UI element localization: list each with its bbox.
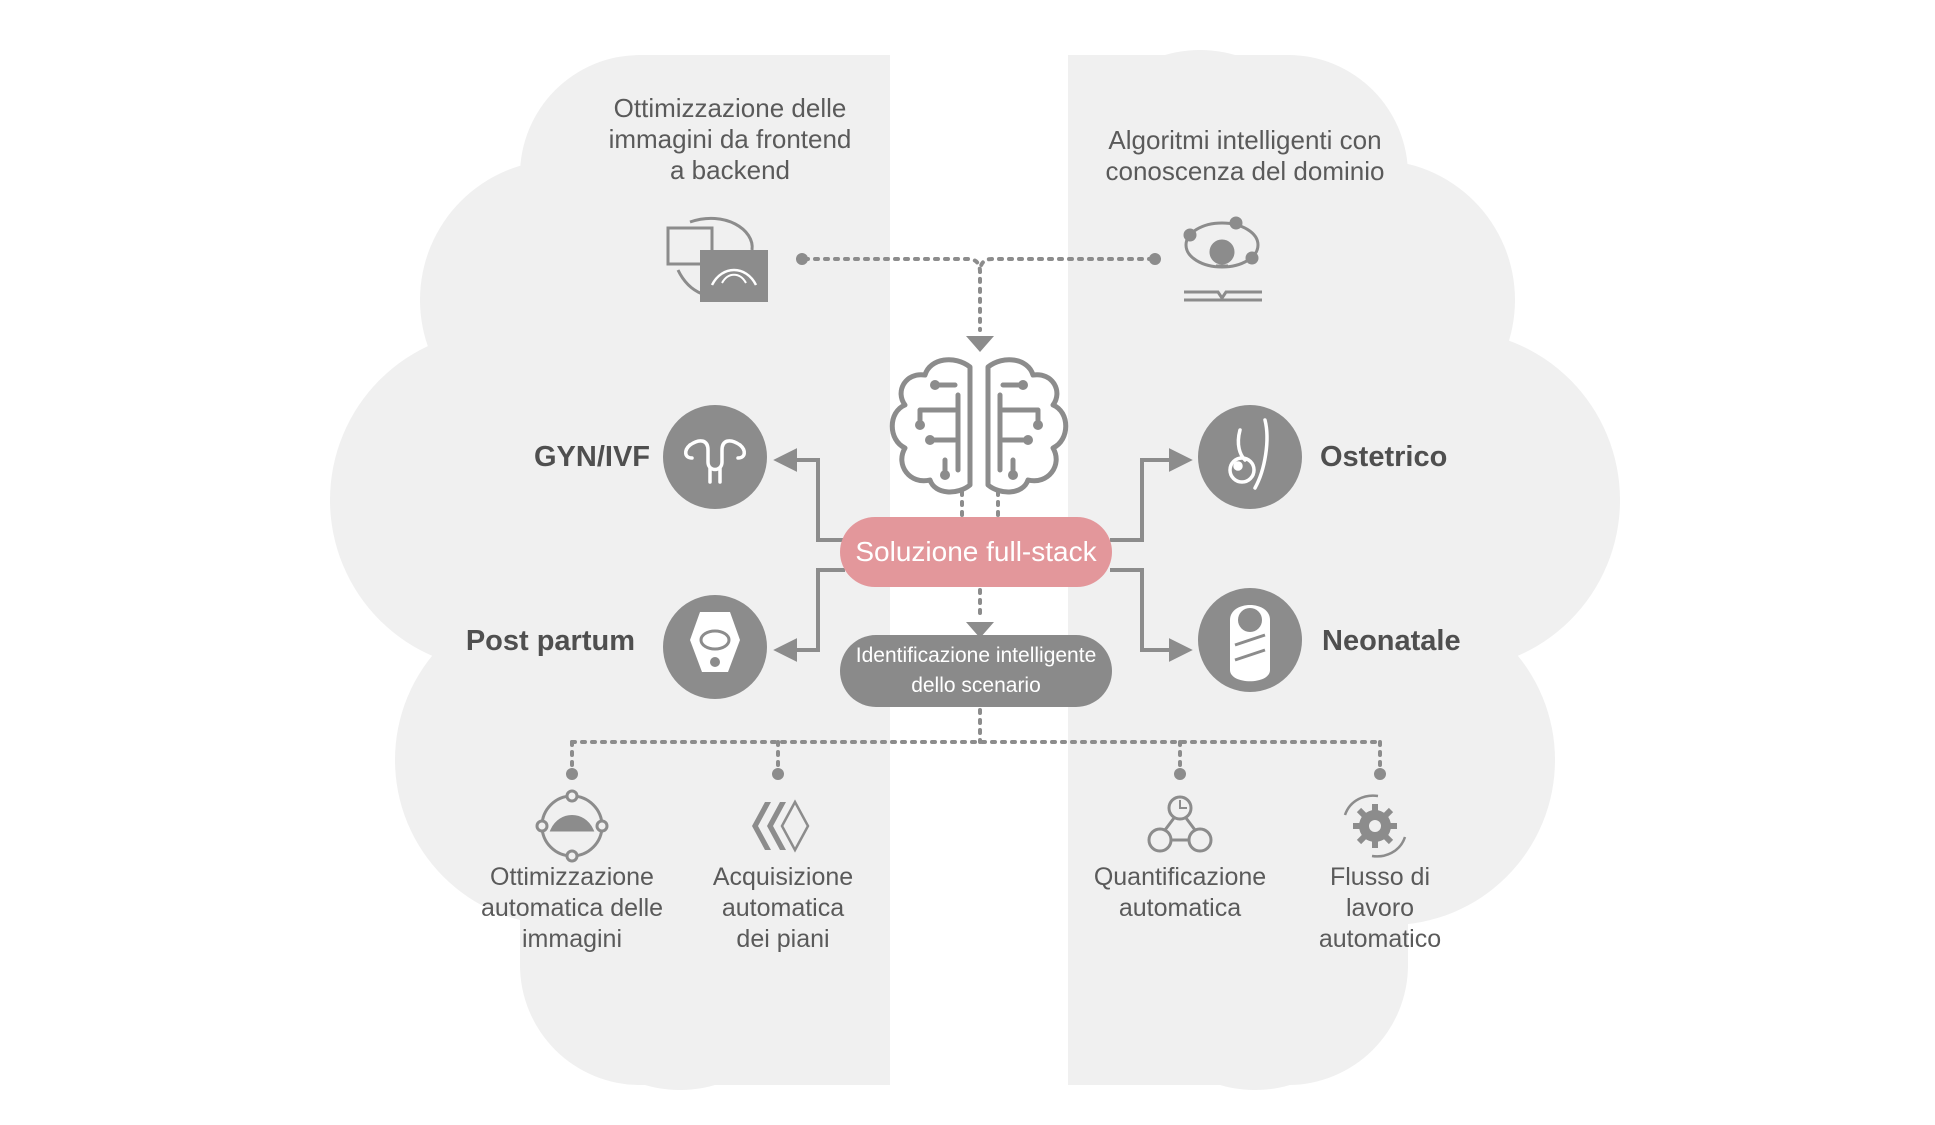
label-line: automatica <box>1118 894 1242 922</box>
connector-dot <box>1149 253 1161 265</box>
category-obstetric: Ostetrico <box>1320 441 1448 473</box>
label-line: immagini da frontend <box>608 124 852 154</box>
brain-connector <box>960 490 1000 517</box>
arrow-down-icon <box>966 622 994 638</box>
bottom-dots <box>566 768 1386 780</box>
bottom-label-workflow: Flusso di lavoro automatico <box>1270 862 1490 955</box>
category-neonatal: Neonatale <box>1322 625 1461 657</box>
label-line: Quantificazione <box>1093 863 1267 891</box>
full-stack-pill: Soluzione full-stack <box>840 517 1112 587</box>
arrow-down-icon <box>966 336 994 352</box>
connector-dot <box>796 253 808 265</box>
label-line: immagini <box>521 925 623 953</box>
pill-line: Identificazione intelligente <box>855 644 1097 667</box>
label-line: Algoritmi intelligenti con <box>1108 125 1382 155</box>
swaddled-baby-icon <box>1230 605 1270 682</box>
quantification-icon <box>1147 795 1213 853</box>
category-connectors <box>773 448 1193 662</box>
label-line: lavoro <box>1345 894 1415 922</box>
uterus-icon <box>684 439 746 484</box>
top-connector <box>803 257 1154 332</box>
top-left-label: Ottimizzazione delle immagini da fronten… <box>565 93 895 186</box>
label-line: Ottimizzazione <box>490 863 654 891</box>
brain-nodes <box>915 380 1043 480</box>
label-line: conoscenza del dominio <box>1105 156 1385 186</box>
label-line: a backend <box>670 155 790 185</box>
category-gyn: GYN/IVF <box>533 441 650 473</box>
gyn-circle <box>663 405 767 509</box>
label-line: Flusso di <box>1329 863 1431 891</box>
label-line: automatica delle <box>480 894 664 922</box>
ultrasound-monitor-icon <box>666 216 768 302</box>
label-line: dei piani <box>736 925 830 953</box>
category-postpartum: Post partum <box>465 625 635 657</box>
label-line: automatico <box>1318 925 1442 953</box>
scenario-pill: Identificazione intelligente dello scena… <box>840 635 1112 707</box>
pill-line: dello scenario <box>911 674 1041 697</box>
label-line: automatica <box>721 894 845 922</box>
label-line: Ottimizzazione delle <box>613 93 847 123</box>
plane-acquisition-icon <box>752 799 810 853</box>
top-right-label: Algoritmi intelligenti con conoscenza de… <box>1070 125 1420 187</box>
pelvic-probe-icon <box>690 612 740 672</box>
obstetric-circle <box>1198 405 1302 509</box>
bottom-label-plane-acquisition: Acquisizione automatica dei piani <box>668 862 898 955</box>
workflow-gear-icon <box>1343 794 1407 858</box>
image-optimize-icon <box>535 789 609 863</box>
bottom-label-image-optimization: Ottimizzazione automatica delle immagini <box>452 862 692 955</box>
brain-circuit-icon <box>889 357 1069 495</box>
bottom-label-quantification: Quantificazione automatica <box>1060 862 1300 924</box>
bottom-connector <box>570 708 1382 770</box>
pregnant-woman-icon <box>1228 418 1269 490</box>
lightbulb-book-icon <box>1183 216 1262 302</box>
label-line: Acquisizione <box>712 863 854 891</box>
